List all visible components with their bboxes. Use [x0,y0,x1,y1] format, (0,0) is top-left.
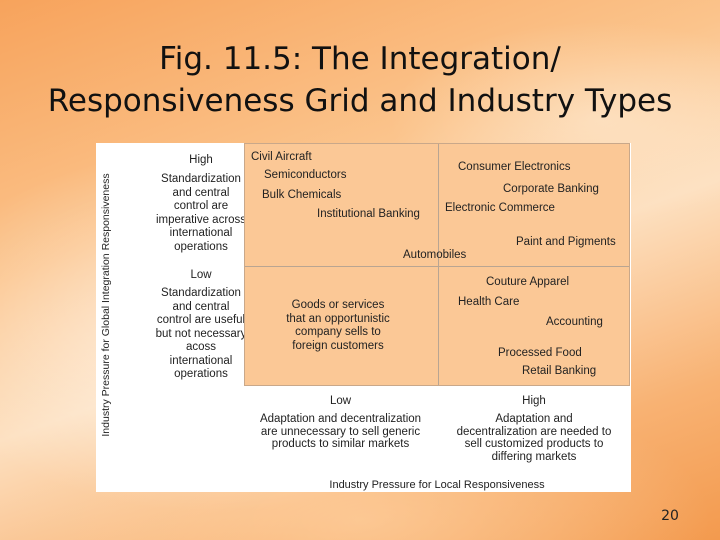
industry-institutional-banking: Institutional Banking [317,208,420,220]
grid-vertical-divider [438,144,439,385]
y-low-level: Low [190,269,212,281]
page-number: 20 [661,508,679,524]
industry-health-care: Health Care [458,296,520,308]
y-axis-title-text: Industry Pressure for Global Integration… [100,173,112,437]
industry-processed-food: Processed Food [498,347,582,359]
industry-bulk-chemicals: Bulk Chemicals [262,189,342,201]
x-axis-title: Industry Pressure for Local Responsivene… [329,479,545,491]
x-low-description: Adaptation and decentralization are unne… [259,413,422,450]
x-high-description: Adaptation and decentralization are need… [456,413,612,463]
y-high-level: High [189,154,213,166]
industry-goods-or-services: Goods or services that an opportunistic … [286,299,390,352]
industry-couture-apparel: Couture Apparel [486,276,570,288]
y-axis-title: Industry Pressure for Global Integration… [97,143,115,492]
y-low-description: Standardization and central control are … [155,287,247,380]
industry-electronic-commerce: Electronic Commerce [445,202,555,214]
slide-title-line-1: Fig. 11.5: The Integration/ [159,41,561,77]
x-high-level: High [522,395,546,407]
industry-automobiles: Automobiles [403,249,467,261]
industry-civil-aircraft: Civil Aircraft [251,151,312,163]
industry-corporate-banking: Corporate Banking [503,183,599,195]
slide-title: Fig. 11.5: The Integration/ Responsivene… [0,38,720,122]
industry-paint-and-pigments: Paint and Pigments [516,236,616,248]
industry-accounting: Accounting [546,316,603,328]
industry-consumer-electronics: Consumer Electronics [458,161,571,173]
integration-responsiveness-grid: Industry Pressure for Global Integration… [96,143,631,492]
slide-title-line-2: Responsiveness Grid and Industry Types [47,83,673,119]
x-low-level: Low [329,395,352,407]
y-high-description: Standardization and central control are … [155,173,247,253]
industry-retail-banking: Retail Banking [522,365,597,377]
industry-semiconductors: Semiconductors [264,169,347,181]
quadrant-grid: Civil Aircraft Semiconductors Bulk Chemi… [244,143,630,386]
grid-horizontal-divider [245,266,629,267]
